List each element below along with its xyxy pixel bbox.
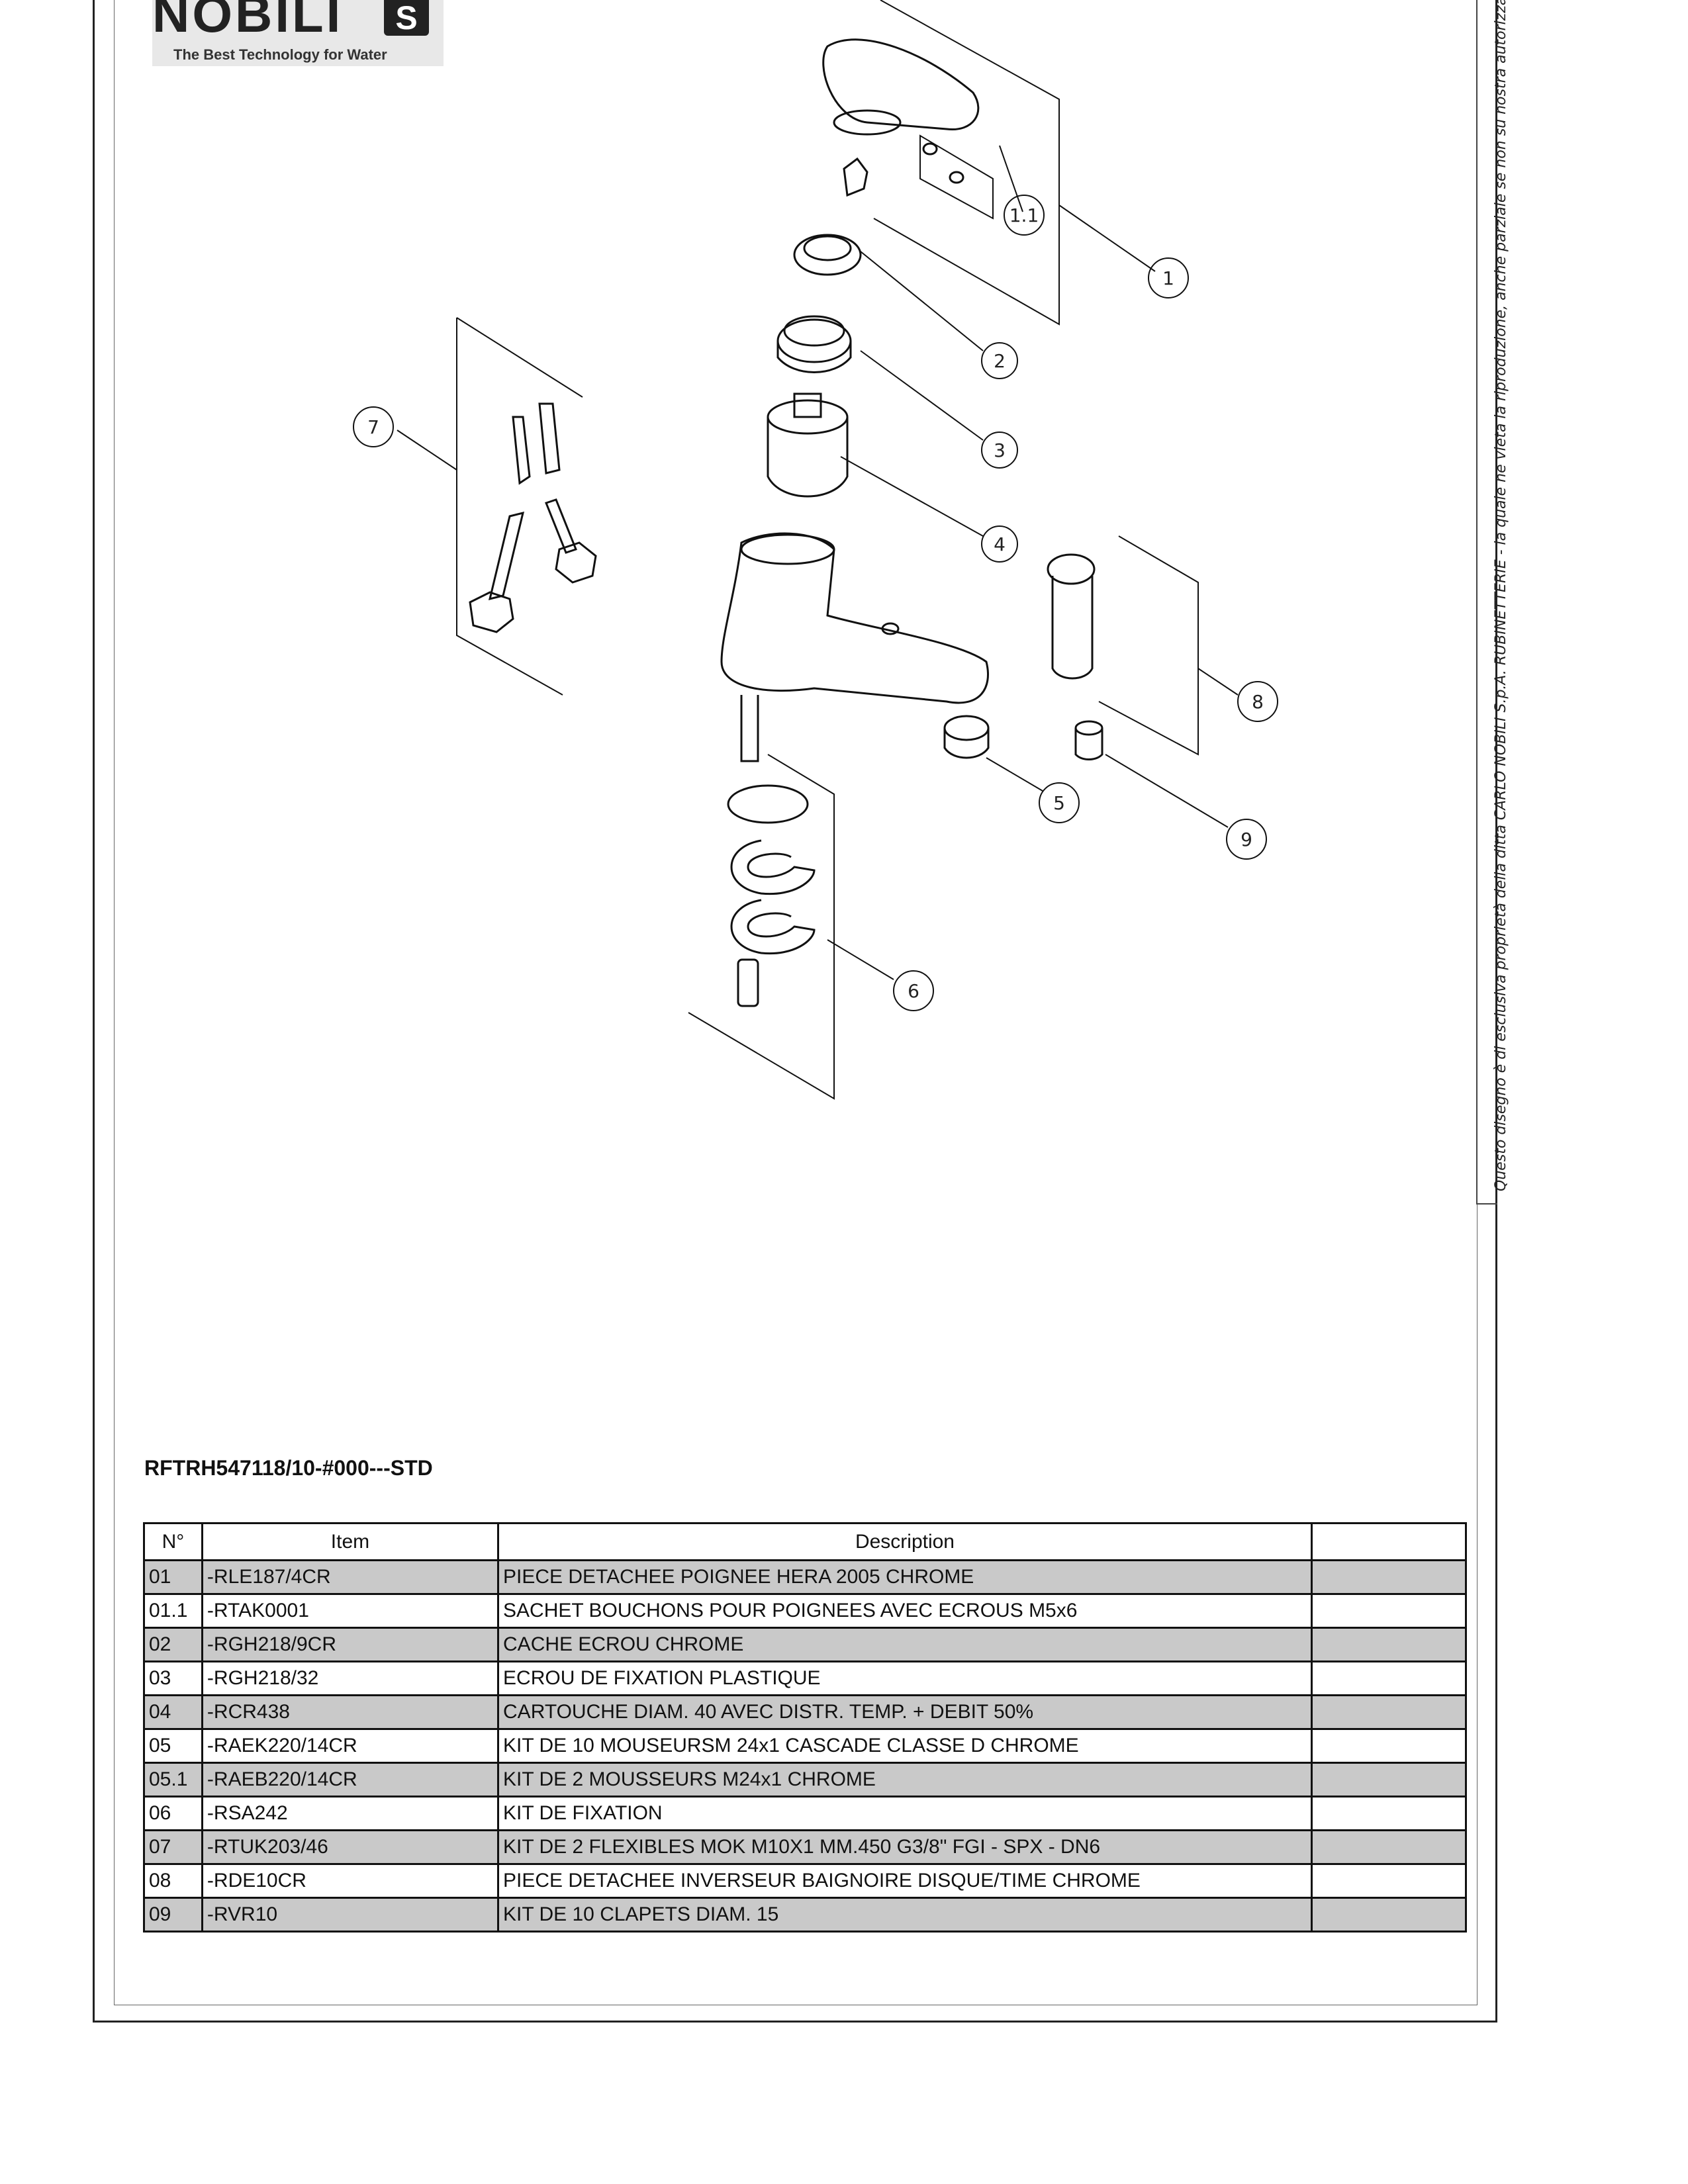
fixing-nut-part — [776, 315, 852, 373]
table-row: 04 -RCR438 CARTOUCHE DIAM. 40 AVEC DISTR… — [143, 1694, 1468, 1730]
callout-5: 5 — [1053, 792, 1065, 814]
table-row: 07 -RTUK203/46 KIT DE 2 FLEXIBLES MOK M1… — [143, 1829, 1468, 1865]
valve-part — [1074, 720, 1103, 760]
row-number: 08 — [143, 1863, 203, 1899]
table-row: 05 -RAEK220/14CR KIT DE 10 MOUSEURSM 24x… — [143, 1728, 1468, 1764]
row-extra — [1310, 1796, 1468, 1831]
row-description: KIT DE 2 FLEXIBLES MOK M10X1 MM.450 G3/8… — [497, 1829, 1313, 1865]
aerator-part — [943, 715, 990, 759]
leader-lines — [397, 145, 1239, 980]
row-extra — [1310, 1559, 1468, 1595]
table-row: 03 -RGH218/32 ECROU DE FIXATION PLASTIQU… — [143, 1661, 1468, 1696]
table-row: 08 -RDE10CR PIECE DETACHEE INVERSEUR BAI… — [143, 1863, 1468, 1899]
table-row: 02 -RGH218/9CR CACHE ECROU CHROME — [143, 1627, 1468, 1662]
header-number: N° — [143, 1522, 203, 1561]
handle-part — [822, 38, 980, 197]
table-row: 06 -RSA242 KIT DE FIXATION — [143, 1796, 1468, 1831]
table-header-row: N° Item Description — [143, 1522, 1468, 1561]
callout-8: 8 — [1252, 691, 1264, 713]
fixing-kit-part — [727, 784, 816, 1007]
row-item: -RLE187/4CR — [201, 1559, 500, 1595]
row-description: ECROU DE FIXATION PLASTIQUE — [497, 1661, 1313, 1696]
callout-6: 6 — [908, 980, 919, 1002]
parts-table: N° Item Description 01 -RLE187/4CR PIECE… — [143, 1522, 1468, 1933]
table-row: 01.1 -RTAK0001 SACHET BOUCHONS POUR POIG… — [143, 1593, 1468, 1629]
row-description: SACHET BOUCHONS POUR POIGNEES AVEC ECROU… — [497, 1593, 1313, 1629]
row-number: 01.1 — [143, 1593, 203, 1629]
row-extra — [1310, 1762, 1468, 1797]
table-row: 01 -RLE187/4CR PIECE DETACHEE POIGNEE HE… — [143, 1559, 1468, 1595]
row-description: KIT DE 2 MOUSSEURS M24x1 CHROME — [497, 1762, 1313, 1797]
callout-3: 3 — [994, 439, 1006, 461]
row-item: -RAEB220/14CR — [201, 1762, 500, 1797]
row-number: 04 — [143, 1694, 203, 1730]
row-number: 03 — [143, 1661, 203, 1696]
flexible-hoses-part — [469, 402, 597, 633]
callout-circles — [353, 195, 1278, 1011]
callout-1: 1 — [1162, 267, 1174, 289]
row-description: KIT DE 10 MOUSEURSM 24x1 CASCADE CLASSE … — [497, 1728, 1313, 1764]
row-extra — [1310, 1593, 1468, 1629]
faucet-body-part — [720, 532, 989, 762]
callout-7: 7 — [367, 416, 379, 438]
header-item: Item — [201, 1522, 500, 1561]
row-number: 06 — [143, 1796, 203, 1831]
cover-nut-part — [793, 234, 862, 276]
row-extra — [1310, 1728, 1468, 1764]
row-item: -RVR10 — [201, 1897, 500, 1933]
callout-9: 9 — [1241, 829, 1252, 850]
row-extra — [1310, 1897, 1468, 1933]
side-divider — [1476, 0, 1477, 1205]
callout-1-1: 1.1 — [1009, 205, 1039, 226]
row-item: -RAEK220/14CR — [201, 1728, 500, 1764]
row-number: 02 — [143, 1627, 203, 1662]
callout-labels: 1.1 1 2 3 4 5 6 7 8 9 — [367, 205, 1264, 1002]
row-description: CACHE ECROU CHROME — [497, 1627, 1313, 1662]
header-description: Description — [497, 1522, 1313, 1561]
diverter-part — [1047, 553, 1096, 680]
bracket-lines — [456, 0, 1199, 1100]
row-description: PIECE DETACHEE POIGNEE HERA 2005 CHROME — [497, 1559, 1313, 1595]
row-item: -RGH218/9CR — [201, 1627, 500, 1662]
row-item: -RGH218/32 — [201, 1661, 500, 1696]
row-number: 07 — [143, 1829, 203, 1865]
logo-wordmark: NOBILI — [152, 0, 344, 43]
row-number: 05.1 — [143, 1762, 203, 1797]
product-code: RFTRH547118/10-#000---STD — [144, 1456, 433, 1480]
row-item: -RSA242 — [201, 1796, 500, 1831]
row-number: 05 — [143, 1728, 203, 1764]
row-extra — [1310, 1694, 1468, 1730]
callout-2: 2 — [994, 350, 1006, 372]
row-extra — [1310, 1829, 1468, 1865]
exploded-view-drawing: 1.1 1 2 3 4 5 6 7 8 9 — [353, 0, 1278, 1100]
row-extra — [1310, 1661, 1468, 1696]
drawing-frame-outer — [93, 0, 1497, 2023]
row-number: 09 — [143, 1897, 203, 1933]
cartridge-part — [767, 392, 849, 498]
table-row: 09 -RVR10 KIT DE 10 CLAPETS DIAM. 15 — [143, 1897, 1468, 1933]
row-description: KIT DE 10 CLAPETS DIAM. 15 — [497, 1897, 1313, 1933]
row-item: -RCR438 — [201, 1694, 500, 1730]
row-item: -RTAK0001 — [201, 1593, 500, 1629]
row-extra — [1310, 1627, 1468, 1662]
row-number: 01 — [143, 1559, 203, 1595]
table-row: 05.1 -RAEB220/14CR KIT DE 2 MOUSSEURS M2… — [143, 1762, 1468, 1797]
header-extra — [1310, 1522, 1468, 1561]
row-description: KIT DE FIXATION — [497, 1796, 1313, 1831]
callout-4: 4 — [994, 533, 1006, 555]
logo-mark: S — [384, 0, 429, 36]
row-item: -RDE10CR — [201, 1863, 500, 1899]
row-item: -RTUK203/46 — [201, 1829, 500, 1865]
side-divider-tick — [1476, 1203, 1497, 1205]
row-description: PIECE DETACHEE INVERSEUR BAIGNOIRE DISQU… — [497, 1863, 1313, 1899]
row-description: CARTOUCHE DIAM. 40 AVEC DISTR. TEMP. + D… — [497, 1694, 1313, 1730]
row-extra — [1310, 1863, 1468, 1899]
logo-tagline: The Best Technology for Water — [173, 46, 387, 63]
